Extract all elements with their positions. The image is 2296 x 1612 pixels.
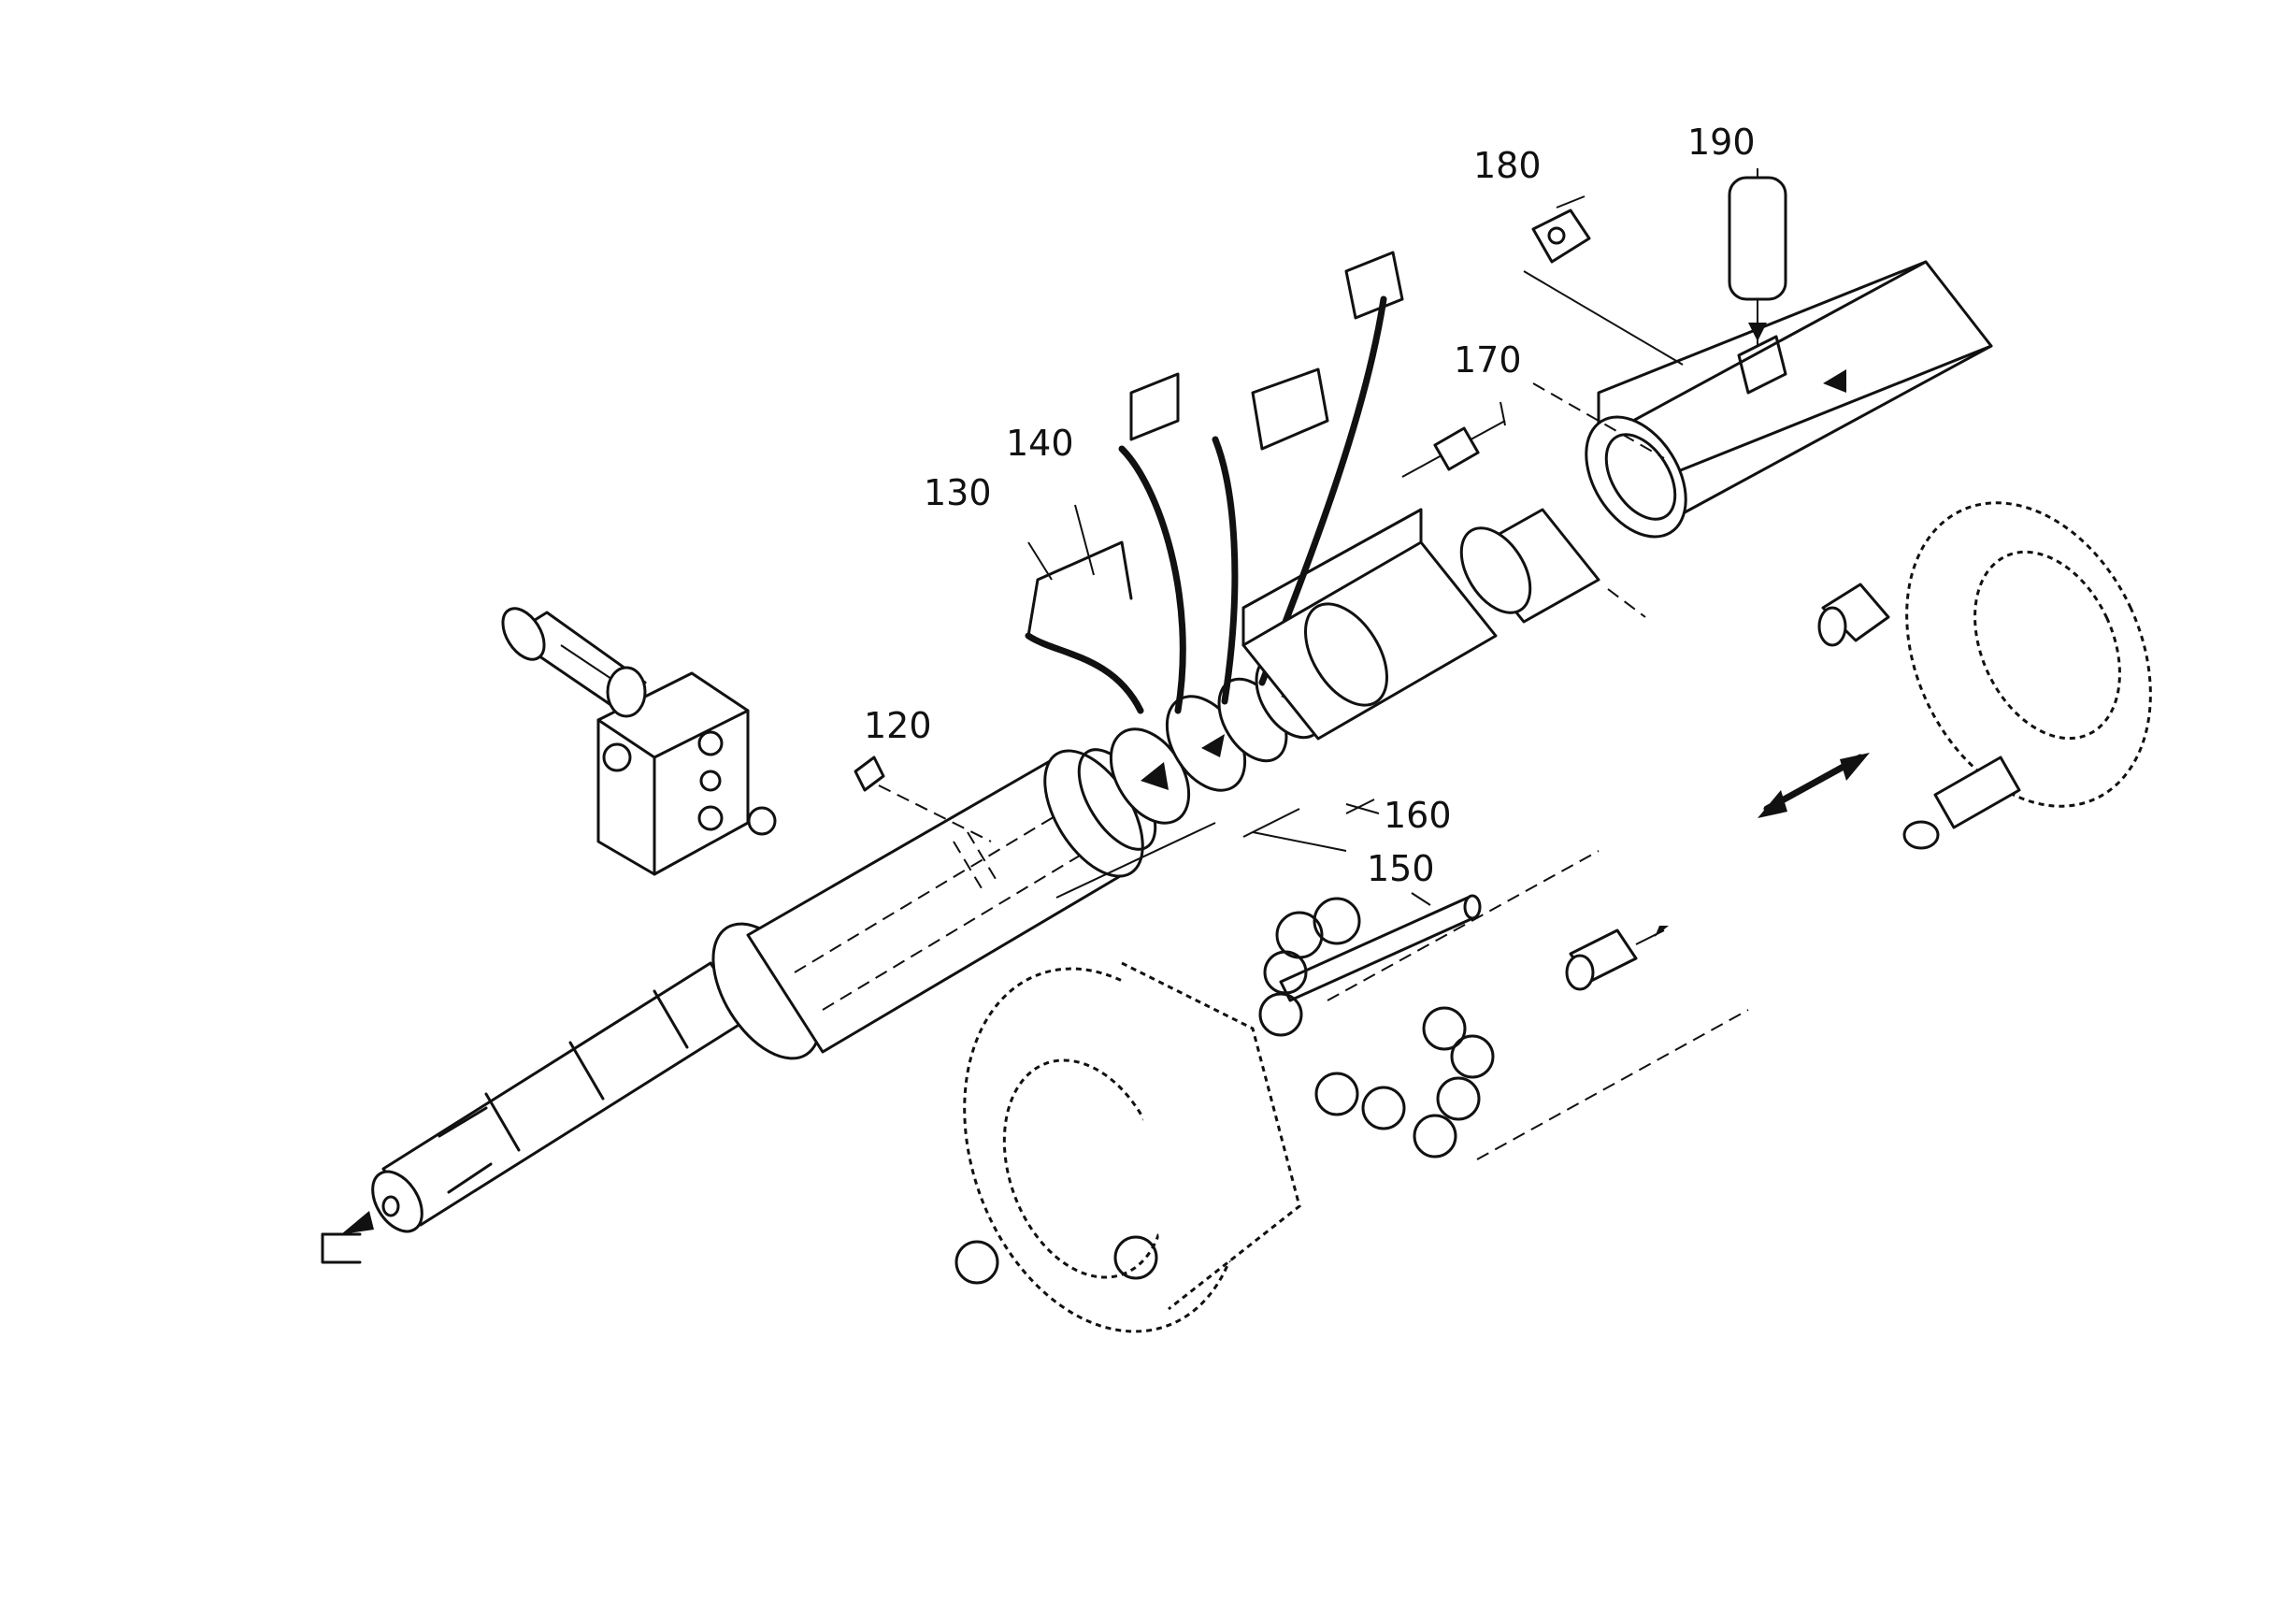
circlips xyxy=(954,897,1495,1285)
callout-130: 130 xyxy=(924,472,992,513)
clamp-block xyxy=(501,607,777,876)
set-screw xyxy=(854,756,992,842)
fitting xyxy=(1565,926,1669,991)
stud xyxy=(1401,420,1506,478)
shaft-end-arrow-icon xyxy=(321,1211,374,1264)
callout-170: 170 xyxy=(1454,339,1522,381)
callout-190: 190 xyxy=(1687,122,1756,163)
callout-140: 140 xyxy=(1006,423,1074,464)
right-housing xyxy=(1585,260,1993,539)
middle-housing xyxy=(1241,508,1600,741)
callout-160: 160 xyxy=(1384,795,1452,836)
main-shaft xyxy=(371,748,1157,1233)
callout-120: 120 xyxy=(864,705,932,746)
callout-180: 180 xyxy=(1473,145,1542,186)
small-pins xyxy=(1242,799,1375,852)
right-flange xyxy=(1817,501,2152,850)
double-arrow-icon xyxy=(1758,753,1870,818)
small-block xyxy=(1523,209,1684,366)
bearing-rings xyxy=(1109,654,1326,825)
assembly-lines xyxy=(1055,382,1749,1160)
leader-lines xyxy=(1027,168,1758,906)
callout-150: 150 xyxy=(1367,848,1435,889)
key xyxy=(1728,176,1787,346)
pin xyxy=(1279,894,1482,1002)
lower-drum xyxy=(963,961,1301,1333)
